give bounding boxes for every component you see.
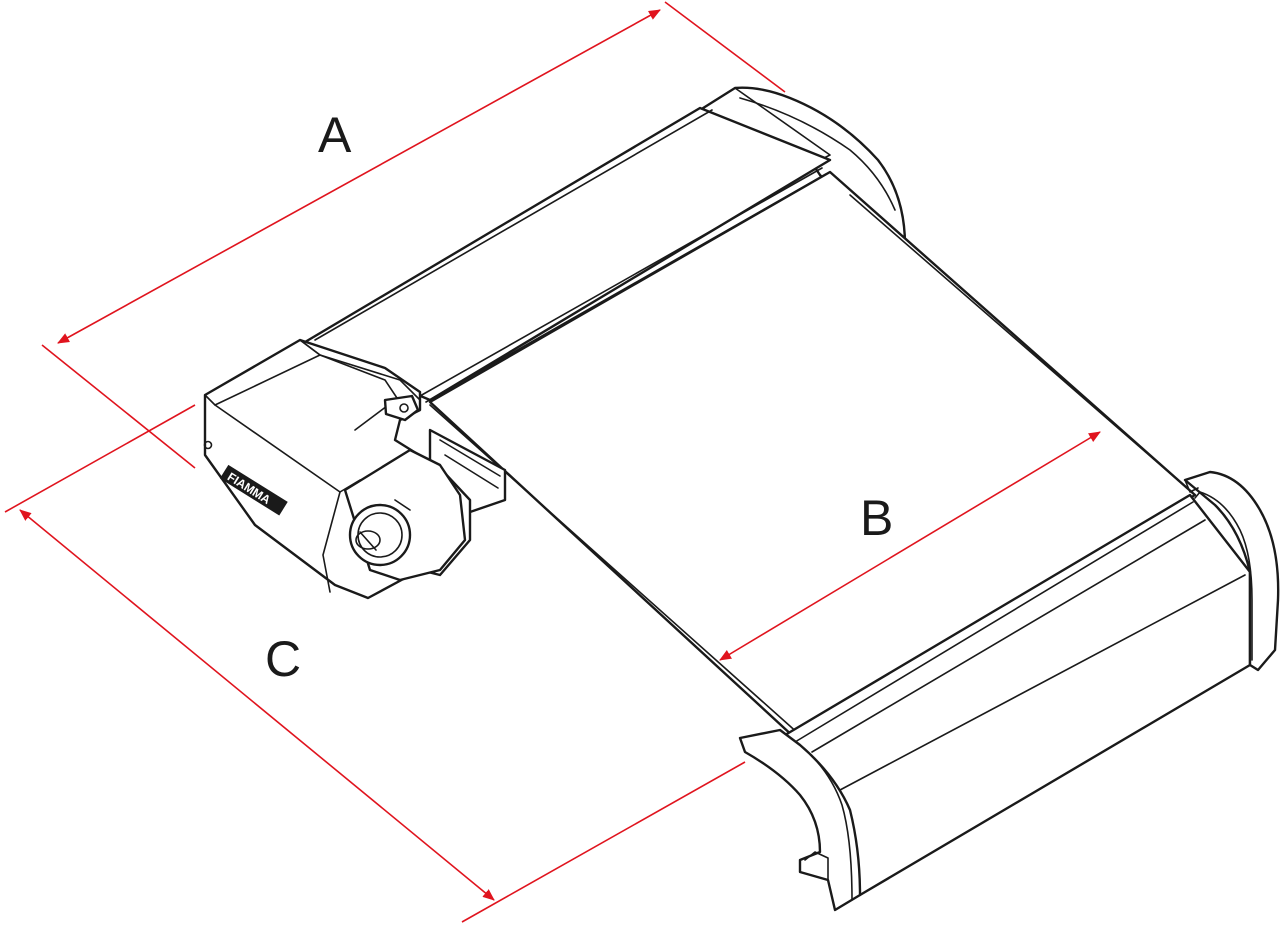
dimension-c: C bbox=[4, 404, 746, 923]
dimension-c-arrow bbox=[19, 509, 495, 901]
dimension-b-label: B bbox=[860, 490, 893, 546]
lead-rail-left-cap bbox=[738, 728, 862, 912]
dimension-a-arrow bbox=[57, 9, 661, 344]
dimension-a: A bbox=[41, 1, 786, 469]
lead-rail-right-cap bbox=[1183, 470, 1280, 672]
dimension-a-label: A bbox=[318, 107, 352, 163]
dimension-b-arrow bbox=[719, 431, 1101, 661]
dimension-b: B bbox=[719, 431, 1101, 661]
dimension-c-label: C bbox=[265, 631, 301, 687]
